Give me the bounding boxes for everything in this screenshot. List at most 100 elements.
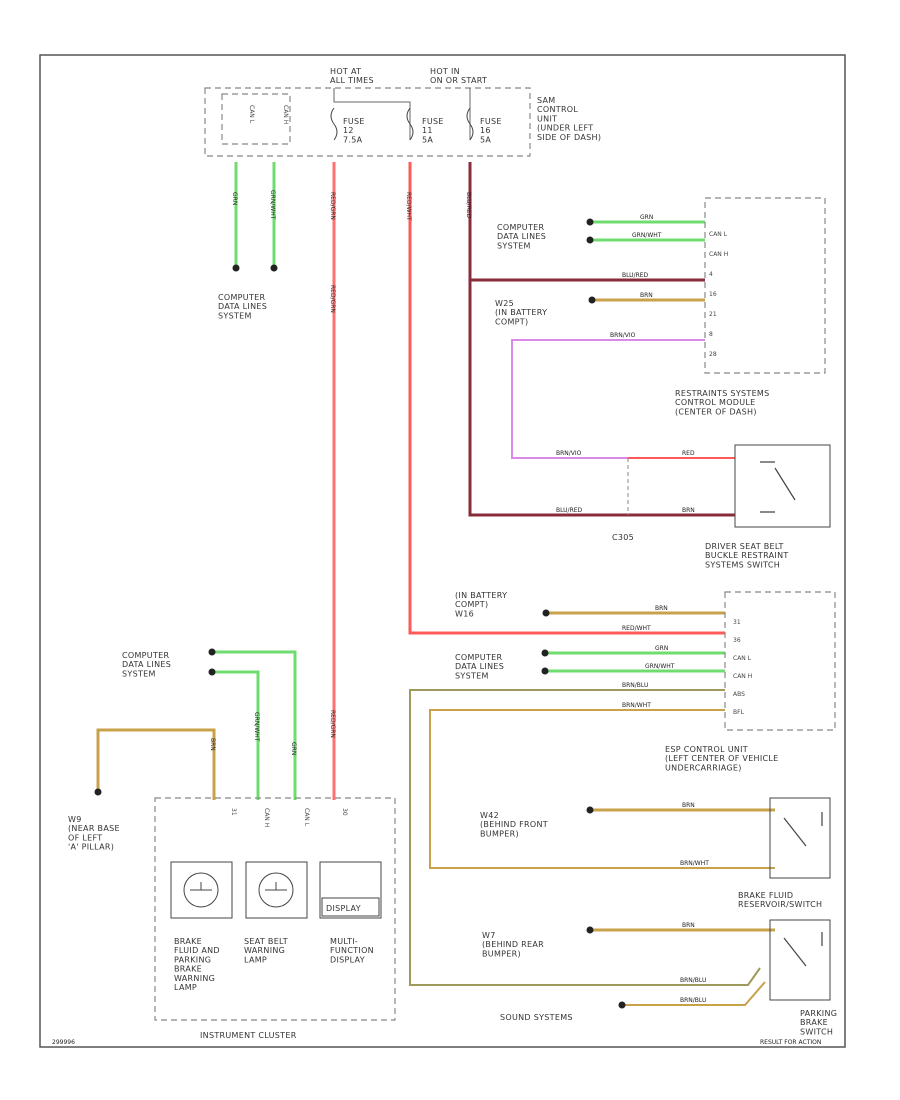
wire-label-sam-can-l: GRN	[231, 192, 238, 205]
cluster-pin-2: CAN L	[303, 808, 310, 827]
wire-w9-ground	[96, 728, 216, 800]
wire-label-fuse16: BLU/RED	[465, 192, 472, 219]
wire-label-sam-can-h: GRN/WHT	[269, 190, 276, 220]
parking-brake-switch-box	[769, 919, 831, 1001]
sam-can-connector	[221, 93, 291, 145]
cluster-pin-3: 30	[341, 808, 348, 816]
wire-esp-abs	[409, 689, 761, 986]
wire-sound-systems	[622, 981, 766, 1006]
dot-w42	[586, 806, 594, 814]
fuse-16-icon	[466, 107, 474, 141]
wire-rcm-seatbelt	[511, 339, 705, 459]
rcm-pin-2: 4	[709, 271, 713, 278]
dot-esp-can-h	[541, 667, 549, 675]
wire-cluster-can-h	[212, 650, 297, 800]
sound-systems-label: SOUND SYSTEMS	[500, 1013, 573, 1022]
display-box-label: DISPLAY	[326, 904, 361, 913]
esp-pin-3: CAN H	[733, 673, 752, 680]
esp-pin-5: BFL	[733, 709, 745, 716]
sam-can-h-pin: CAN H	[282, 105, 289, 124]
wire-label-c305-brn: BRN	[682, 507, 695, 514]
brake-lamp-filament	[190, 882, 212, 891]
wire-label-seatbelt-brn-vio: BRN/VIO	[556, 450, 582, 457]
seat-belt-switch-icon	[760, 461, 796, 513]
wire-label-rcm-blu-red: BLU/RED	[622, 272, 649, 279]
display-icon	[321, 897, 380, 917]
dot-sam-can-h	[270, 264, 278, 272]
brake-lamp-icon	[183, 872, 219, 908]
wire-label-seatbelt-red: RED	[682, 450, 695, 457]
lamp-1-box	[170, 861, 233, 919]
wire-cluster-can-l	[212, 670, 260, 800]
lamp-2-box	[245, 861, 308, 919]
wire-label-w42: BRN	[682, 802, 695, 809]
rcm-pin-3: 16	[709, 291, 717, 298]
esp-pin-2: CAN L	[733, 655, 752, 662]
esp-pin-4: ABS	[733, 691, 745, 698]
wire-label-brake-fluid-brn-wht: BRN/WHT	[680, 860, 709, 867]
wire-label-c305-blu-red: BLU/RED	[556, 507, 583, 514]
wire-label-fuse12-mid: RED/GRN	[329, 285, 336, 313]
wire-label-rcm-can-h: GRN/WHT	[632, 232, 662, 239]
dot-esp-can-l	[541, 649, 549, 657]
wire-label-esp-can-h: GRN/WHT	[645, 663, 675, 670]
wires	[96, 162, 775, 1006]
wire-label-fuse12-low: RED/GRN	[329, 710, 336, 738]
dot-w9	[94, 788, 102, 796]
dot-w7	[586, 926, 594, 934]
wire-label-w7: BRN	[682, 922, 695, 929]
instrument-cluster-label: INSTRUMENT CLUSTER	[200, 1031, 297, 1040]
instrument-cluster-box	[154, 797, 396, 1021]
brake-fluid-switch-icon	[783, 812, 823, 847]
dot-sound	[618, 1001, 626, 1009]
footer-left-code: 299996	[52, 1039, 75, 1046]
hot-at-all-times-bus	[333, 88, 411, 140]
junction-dots	[94, 218, 626, 1009]
esp-pin-1: 36	[733, 637, 741, 644]
wire-label-rcm-brn-vio: BRN/VIO	[610, 332, 636, 339]
cluster-pin-0: 31	[230, 808, 237, 816]
rcm-pin-4: 21	[709, 311, 717, 318]
esp-pin-0: 31	[733, 619, 741, 626]
wire-label-cluster-can-h: GRN	[290, 742, 297, 755]
wire-label-esp-bfl: BRN/WHT	[622, 702, 651, 709]
seat-belt-lamp-icon	[258, 872, 294, 908]
sam-can-l-pin: CAN L	[248, 105, 255, 124]
dot-w25	[588, 296, 596, 304]
dot-w16	[542, 609, 550, 617]
wire-label-w25: BRN	[640, 292, 653, 299]
parking-brake-switch-icon	[783, 932, 823, 967]
sam-control-unit-box	[204, 87, 531, 157]
wire-label-esp-abs: BRN/BLU	[622, 682, 648, 689]
brake-fluid-switch-box	[769, 797, 831, 879]
dot-sam-can-l	[232, 264, 240, 272]
driver-seat-belt-switch-box	[734, 444, 831, 528]
rcm-pin-6: 28	[709, 351, 717, 358]
wire-label-rcm-can-l: GRN	[640, 214, 653, 221]
wire-fuse16-rcm	[468, 162, 735, 517]
wire-fuse11-esp	[408, 162, 725, 635]
rcm-pin-1: CAN H	[709, 251, 728, 258]
